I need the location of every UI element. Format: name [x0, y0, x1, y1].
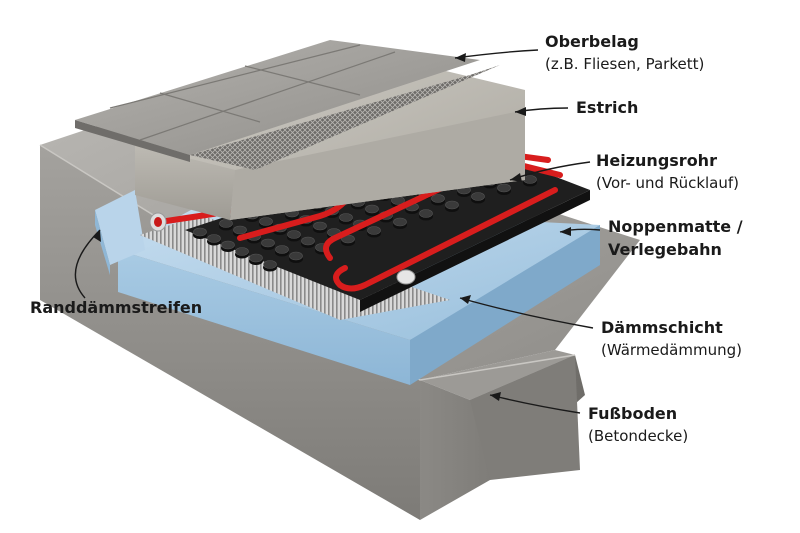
mat-knob: [431, 194, 445, 203]
mat-knob: [207, 234, 221, 243]
pipe-end-right: [396, 269, 416, 285]
label-oberbelag: Oberbelag (z.B. Fliesen, Parkett): [545, 32, 704, 73]
label-noppenmatte-subtitle: Verlegebahn: [608, 240, 722, 259]
leader-oberbelag: [454, 49, 539, 59]
mat-knob: [365, 204, 379, 214]
mat-knob: [219, 219, 233, 228]
mat-knob: [233, 225, 247, 235]
mat-knob: [313, 221, 327, 231]
mat-knob: [287, 230, 301, 239]
mat-knob: [497, 183, 511, 193]
mat-knob: [261, 238, 275, 248]
label-daemmschicht: Dämmschicht (Wärmedämmung): [601, 318, 742, 359]
label-heizungsrohr-title: Heizungsrohr: [596, 151, 717, 170]
label-noppenmatte-title: Noppenmatte /: [608, 217, 743, 236]
label-oberbelag-subtitle: (z.B. Fliesen, Parkett): [545, 55, 704, 73]
tile-covering: [75, 40, 500, 170]
label-fussboden: Fußboden (Betondecke): [588, 404, 688, 445]
mat-knob: [193, 227, 207, 237]
leader-arrows: [93, 53, 571, 401]
mat-knob: [523, 175, 537, 184]
mat-knob: [367, 226, 381, 235]
label-fussboden-subtitle: (Betondecke): [588, 427, 688, 445]
label-heizungsrohr: Heizungsrohr (Vor- und Rücklauf): [596, 151, 739, 192]
mat-knob: [263, 260, 277, 269]
label-noppenmatte: Noppenmatte / Verlegebahn: [608, 217, 743, 259]
mat-knob: [471, 192, 485, 201]
label-randdaemmstreifen-title: Randdämmstreifen: [30, 298, 202, 317]
mat-knob: [393, 217, 407, 227]
mat-knob: [301, 236, 315, 246]
mat-knob: [419, 209, 433, 218]
mat-knob: [275, 245, 289, 254]
mat-knob: [235, 247, 249, 256]
leader-randdaemmstreifen: [74, 229, 101, 299]
leader-daemmschicht: [459, 297, 594, 329]
label-estrich: Estrich: [576, 98, 638, 117]
screed-layer: [135, 60, 525, 220]
label-daemmschicht-title: Dämmschicht: [601, 318, 723, 337]
label-oberbelag-title: Oberbelag: [545, 32, 639, 51]
mat-knob: [445, 200, 459, 210]
pipe-end-left: [149, 212, 167, 232]
label-estrich-title: Estrich: [576, 98, 638, 117]
label-daemmschicht-subtitle: (Wärmedämmung): [601, 341, 742, 359]
mat-knob: [259, 217, 273, 226]
label-fussboden-title: Fußboden: [588, 404, 677, 423]
edge-insulation-strip: [95, 190, 145, 275]
mat-knob: [221, 240, 235, 250]
mat-knob: [289, 251, 303, 261]
label-randdaemmstreifen: Randdämmstreifen: [30, 298, 202, 317]
mat-knob: [339, 213, 353, 222]
mat-knob: [249, 253, 263, 263]
label-heizungsrohr-subtitle: (Vor- und Rücklauf): [596, 174, 739, 192]
